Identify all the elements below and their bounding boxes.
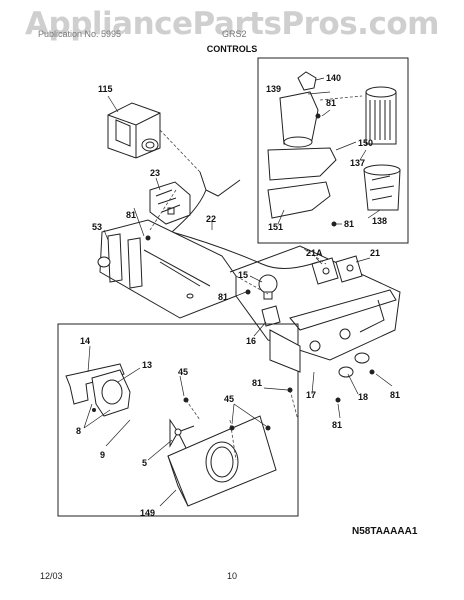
- callout-115: 115: [98, 84, 113, 94]
- header-model: GRS2: [222, 29, 247, 39]
- callout-81: 81: [126, 210, 136, 220]
- callout-81: 81: [344, 219, 354, 229]
- page-number: 10: [227, 571, 238, 581]
- callout-15: 15: [238, 270, 248, 280]
- callout-81: 81: [326, 98, 336, 108]
- fan-inset-frame: [57, 323, 299, 517]
- callout-140: 140: [326, 73, 341, 83]
- part-16-lamp-socket: [261, 305, 281, 327]
- screw-icon: [369, 369, 375, 375]
- callout-81: 81: [218, 292, 228, 302]
- screw-icon: [229, 425, 235, 431]
- part-150-151-filter-covers: [267, 147, 337, 219]
- callout-53: 53: [92, 222, 102, 232]
- screw-icon: [183, 397, 189, 403]
- callout-13: 13: [142, 360, 152, 370]
- screw-icon: [145, 235, 151, 241]
- callout-81: 81: [390, 390, 400, 400]
- callout-81: 81: [332, 420, 342, 430]
- callout-150: 150: [358, 138, 373, 148]
- callout-21: 21: [370, 248, 380, 258]
- callout-21A: 21A: [306, 248, 323, 258]
- part-149-fan-shroud: [167, 415, 277, 507]
- callout-45: 45: [224, 394, 234, 404]
- part-53-17-main-housing: [97, 219, 401, 373]
- watermark: AppliancePartsPros.com: [25, 6, 439, 42]
- callout-137: 137: [350, 158, 365, 168]
- diagram-code: N58TAAAAA1: [352, 526, 418, 537]
- part-23-control-board: [149, 181, 191, 225]
- screw-icon: [335, 397, 341, 403]
- part-21-switches: [311, 255, 363, 285]
- part-138-filter-bypass: [363, 164, 401, 211]
- callout-81: 81: [252, 378, 262, 388]
- part-18-knobs: [338, 352, 370, 378]
- part-115-control-box: [107, 102, 161, 159]
- callout-22: 22: [206, 214, 216, 224]
- section-title: CONTROLS: [206, 44, 258, 54]
- part-137-filter-cartridge: [365, 86, 397, 145]
- screw-icon: [287, 387, 293, 393]
- part-22-wire-harness: [171, 171, 319, 269]
- screw-icon: [265, 425, 271, 431]
- callout-18: 18: [358, 392, 368, 402]
- header-publication: Publication No. 5995: [38, 29, 122, 39]
- callout-9: 9: [100, 450, 105, 460]
- part-139-140-filter-head: [279, 71, 319, 148]
- callout-139: 139: [266, 84, 281, 94]
- callout-45: 45: [178, 367, 188, 377]
- callout-8: 8: [76, 426, 81, 436]
- callout-14: 14: [80, 336, 90, 346]
- callout-149: 149: [140, 508, 155, 518]
- filter-inset-frame: [257, 57, 409, 244]
- part-13-fan-motor: [91, 369, 131, 417]
- screw-icon: [315, 113, 321, 119]
- screw-icon: [92, 408, 96, 412]
- part-5-fan-blade: [169, 418, 195, 449]
- callout-23: 23: [150, 168, 160, 178]
- screw-icon: [245, 289, 251, 295]
- callout-17: 17: [306, 390, 316, 400]
- screw-icon: [331, 221, 337, 227]
- callout-5: 5: [142, 458, 147, 468]
- callout-138: 138: [372, 216, 387, 226]
- callout-151: 151: [268, 222, 283, 232]
- callout-16: 16: [246, 336, 256, 346]
- part-15-light-bulb: [258, 274, 278, 300]
- footer-date: 12/03: [40, 571, 63, 581]
